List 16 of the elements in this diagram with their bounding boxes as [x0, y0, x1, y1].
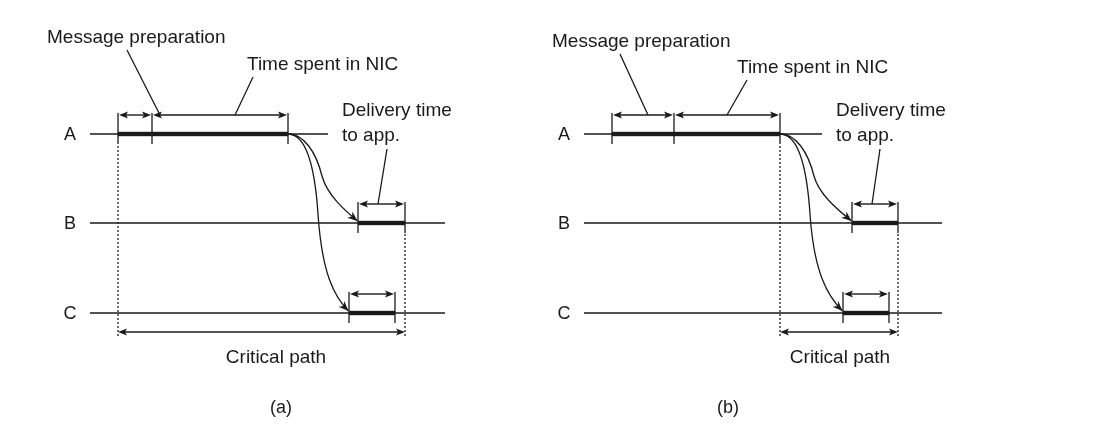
curved-arrow: [779, 133, 844, 312]
time-interval: [611, 111, 675, 145]
curved-arrow: [287, 133, 350, 312]
leader-line: [871, 148, 881, 205]
leader-line: [619, 53, 649, 116]
time-interval: [117, 111, 153, 145]
leader-line: [126, 49, 161, 116]
time-interval: [851, 200, 899, 234]
leader-line: [377, 148, 388, 205]
time-interval: [842, 290, 890, 324]
leader-line: [726, 79, 748, 116]
time-interval: [357, 200, 406, 234]
time-interval: [152, 111, 289, 145]
time-interval: [348, 290, 396, 324]
time-interval: [674, 111, 781, 145]
leader-line: [234, 76, 254, 116]
